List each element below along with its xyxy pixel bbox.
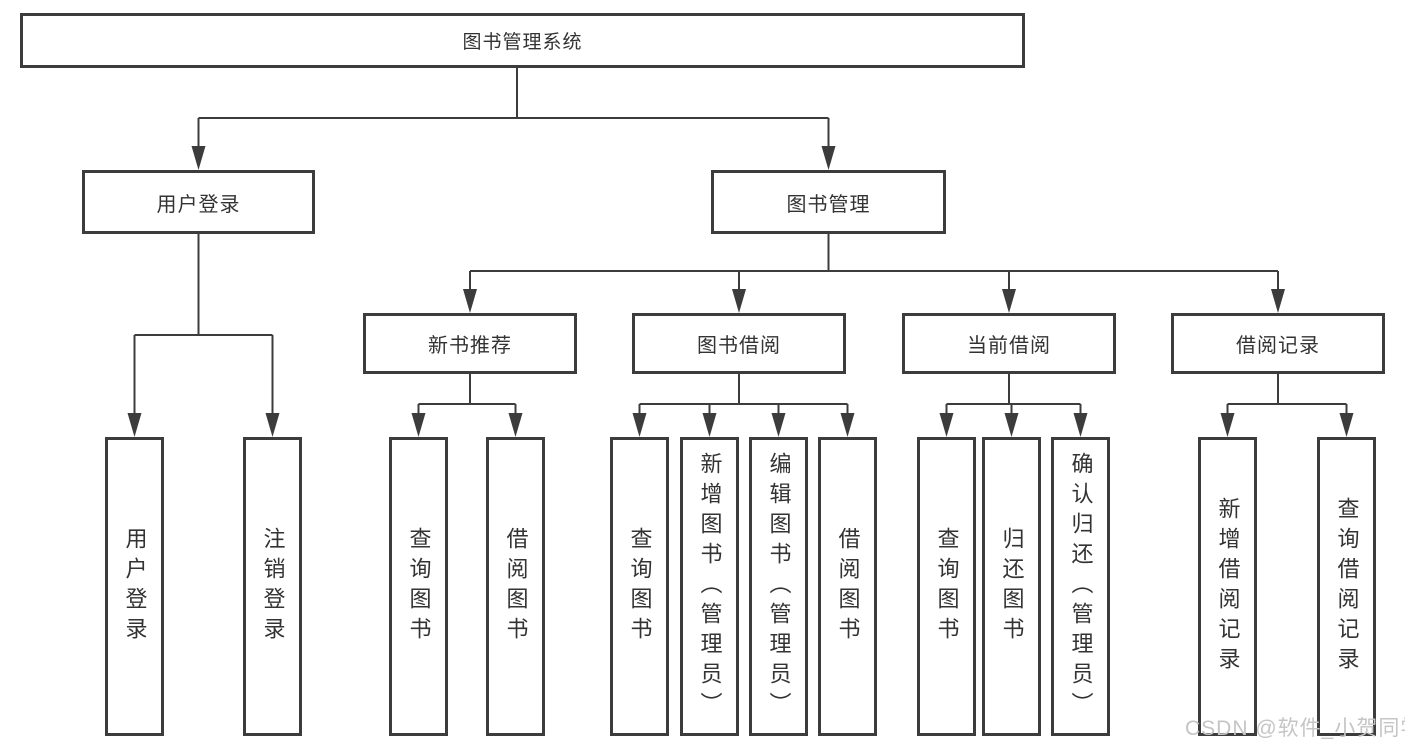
node-label: 用户登录 [122,526,148,647]
node-label: 当前借阅 [967,335,1051,357]
leaf-records-query-borrow-record: 查询借阅记录 [1317,437,1376,736]
leaf-current-query-books: 查询图书 [917,437,976,736]
leaf-borrowing-edit-books-admin: 编辑图书（管理员） [749,437,808,736]
node-book-borrowing: 图书借阅 [632,313,846,374]
leaf-user-login: 用户登录 [105,437,164,736]
node-new-book-recommend: 新书推荐 [363,313,577,374]
node-label: 查询图书 [934,526,960,647]
node-book-management: 图书管理 [711,170,946,234]
node-label: 查询图书 [406,526,432,647]
node-label: 新增图书（管理员） [697,451,723,722]
node-borrowing-records: 借阅记录 [1171,313,1385,374]
node-current-borrowing: 当前借阅 [902,313,1116,374]
leaf-logout: 注销登录 [243,437,302,736]
node-book-management-system: 图书管理系统 [20,13,1025,68]
leaf-current-return-books: 归还图书 [982,437,1041,736]
node-label: 图书借阅 [697,335,781,357]
node-label: 编辑图书（管理员） [766,451,792,722]
node-label: 查询图书 [627,526,653,647]
node-label: 查询借阅记录 [1334,496,1360,677]
leaf-newbook-query-books: 查询图书 [389,437,448,736]
node-user-login: 用户登录 [82,170,315,234]
node-label: 新书推荐 [428,335,512,357]
node-label: 新增借阅记录 [1215,496,1241,677]
node-label: 归还图书 [999,526,1025,647]
leaf-borrowing-add-books-admin: 新增图书（管理员） [680,437,739,736]
leaf-borrowing-query-books: 查询图书 [610,437,669,736]
node-label: 借阅图书 [835,526,861,647]
leaf-current-confirm-return-admin: 确认归还（管理员） [1051,437,1110,736]
leaf-records-add-borrow-record: 新增借阅记录 [1198,437,1257,736]
node-label: 确认归还（管理员） [1068,451,1094,722]
node-label: 借阅记录 [1236,335,1320,357]
node-label: 借阅图书 [503,526,529,647]
csdn-watermark: CSDN @软件_小贺同学 [1185,717,1405,740]
node-label: 图书管理 [786,193,871,216]
node-label: 图书管理系统 [462,32,583,53]
node-label: 注销登录 [260,526,286,647]
leaf-borrowing-borrow-books: 借阅图书 [818,437,877,736]
node-label: 用户登录 [156,193,241,216]
leaf-newbook-borrow-books: 借阅图书 [486,437,545,736]
